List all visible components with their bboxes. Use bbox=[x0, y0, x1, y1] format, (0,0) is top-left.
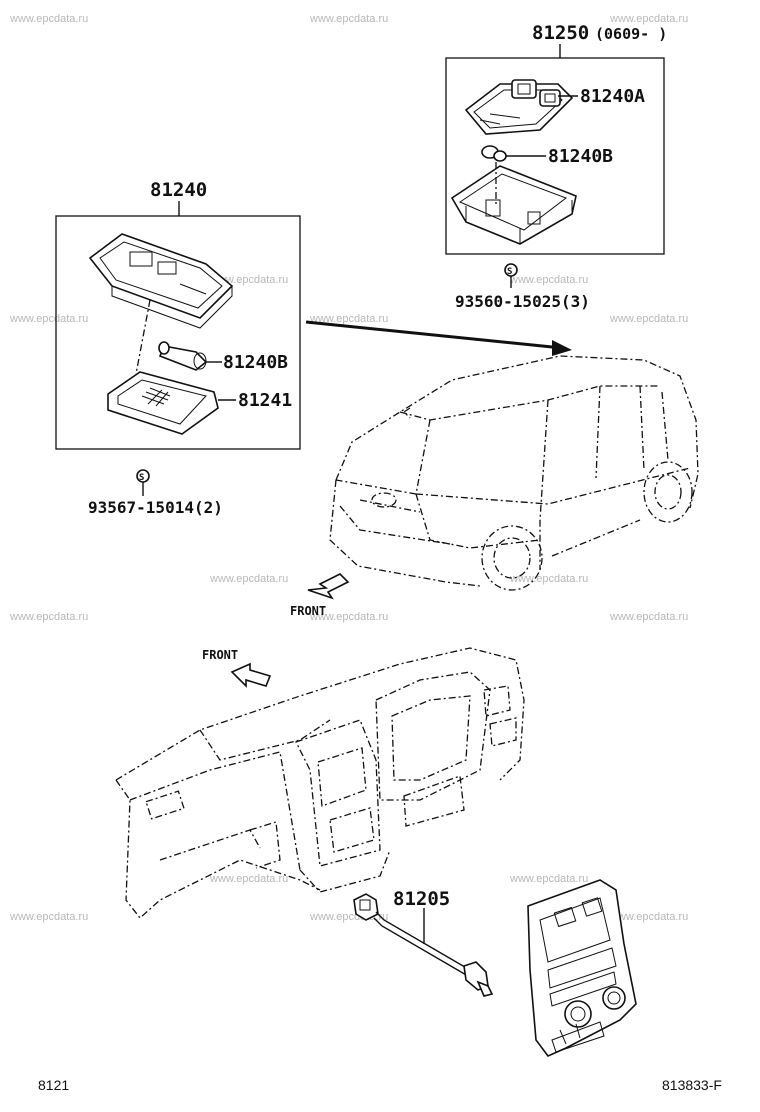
cover-81240 bbox=[88, 233, 234, 329]
watermark: www.epcdata.ru bbox=[9, 911, 88, 923]
label-81250: 81250 bbox=[532, 22, 589, 44]
watermark: www.epcdata.ru bbox=[609, 13, 688, 25]
watermark: www.epcdata.ru bbox=[509, 274, 588, 286]
center-cluster bbox=[527, 879, 637, 1057]
housing-81250 bbox=[450, 162, 577, 245]
watermark: www.epcdata.ru bbox=[209, 873, 288, 885]
roof-arrow bbox=[305, 320, 572, 356]
label-93560: 93560-15025(3) bbox=[455, 292, 590, 311]
watermark: www.epcdata.ru bbox=[609, 313, 688, 325]
lens-81240A bbox=[464, 79, 574, 135]
label-81240A: 81240A bbox=[580, 86, 645, 107]
watermark: www.epcdata.ru bbox=[609, 911, 688, 923]
label-81240B: 81240B bbox=[223, 352, 288, 373]
footer-left-label: 8121 bbox=[38, 1077, 69, 1093]
label-81205: 81205 bbox=[393, 888, 450, 910]
watermark: www.epcdata.ru bbox=[9, 13, 88, 25]
dash-line bbox=[135, 299, 151, 375]
instrument-panel-outline bbox=[115, 647, 525, 919]
watermark: www.epcdata.ru bbox=[309, 13, 388, 25]
label-front-2: FRONT bbox=[202, 648, 238, 662]
watermark: www.epcdata.ru bbox=[9, 313, 88, 325]
label-93567: 93567-15014(2) bbox=[88, 498, 223, 517]
footer-right-label: 813833-F bbox=[662, 1077, 722, 1093]
box-81240 bbox=[55, 215, 301, 450]
bulb-81240B-top bbox=[481, 145, 507, 162]
label-front-1: FRONT bbox=[290, 604, 326, 618]
watermark: www.epcdata.ru bbox=[209, 573, 288, 585]
screw-symbol: S bbox=[139, 473, 144, 483]
box-81250 bbox=[445, 57, 665, 255]
screw-symbol: S bbox=[507, 267, 512, 277]
label-81250-date: (0609- ) bbox=[595, 25, 667, 43]
watermark: www.epcdata.ru bbox=[609, 611, 688, 623]
watermark: www.epcdata.ru bbox=[309, 313, 388, 325]
switch-81205: 81205 bbox=[353, 888, 494, 997]
watermark: www.epcdata.ru bbox=[309, 611, 388, 623]
lens-81241 bbox=[107, 371, 219, 435]
front-arrow-1: FRONT bbox=[290, 573, 350, 618]
vehicle-outline bbox=[329, 355, 699, 591]
watermarks: www.epcdata.ru www.epcdata.ru www.epcdat… bbox=[9, 13, 688, 923]
label-81240: 81240 bbox=[150, 179, 207, 201]
bulb-81240B bbox=[158, 341, 208, 371]
label-81241: 81241 bbox=[238, 390, 292, 411]
watermark: www.epcdata.ru bbox=[9, 611, 88, 623]
front-arrow-2: FRONT bbox=[202, 648, 272, 688]
assembly-81240: 81240 81240B bbox=[55, 179, 301, 517]
watermark: www.epcdata.ru bbox=[509, 573, 588, 585]
watermark: www.epcdata.ru bbox=[509, 873, 588, 885]
label-81240B-top: 81240B bbox=[548, 146, 613, 167]
assembly-81250: 81250 (0609- ) 81240A 81240B bbox=[445, 22, 667, 311]
